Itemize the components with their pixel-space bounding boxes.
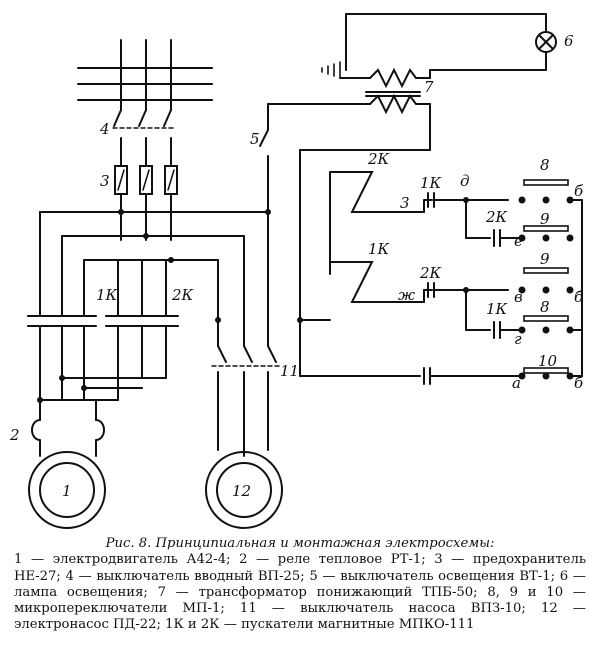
label-3-small: 3 [400, 194, 410, 212]
pump-12 [205, 451, 283, 529]
label-g: г [514, 330, 522, 348]
fuse-3 [114, 165, 178, 241]
label-2: 2 [9, 426, 20, 444]
label-6: 6 [564, 32, 574, 50]
contactor-2k-contacts [105, 259, 179, 379]
label-5: 5 [250, 130, 260, 148]
label-9-upper: 9 [540, 210, 550, 228]
label-11: 11 [280, 362, 299, 380]
label-k1-top: 1К [96, 286, 118, 304]
label-k1-contact-upper: 1К [420, 174, 442, 192]
label-d: д [460, 172, 470, 190]
microswitch-block-lower [465, 267, 583, 339]
lamp-6 [535, 13, 557, 71]
label-9-lower: 9 [540, 250, 550, 268]
pump-switch-11 [211, 345, 283, 457]
caption-body: 1 — электродвигатель А42-4; 2 — реле теп… [14, 552, 586, 633]
coil-2k [329, 171, 425, 275]
thermal-relay-2 [31, 399, 105, 457]
caption-title: Рис. 8. Принципиальная и монтажная элект… [105, 536, 495, 551]
label-k2-contact-upper: 2К [419, 264, 442, 282]
label-b-2: б [574, 288, 584, 306]
label-4: 4 [99, 120, 110, 138]
label-k2-top: 2К [171, 286, 194, 304]
label-7: 7 [424, 78, 434, 96]
label-8-lower: 8 [540, 298, 550, 316]
transformer-7 [299, 13, 547, 377]
microswitch-10 [299, 319, 583, 385]
microswitch-block-upper [465, 179, 583, 331]
label-k2-right: 2К [485, 208, 508, 226]
label-8-upper: 8 [540, 156, 550, 174]
label-10: 10 [538, 352, 558, 370]
coil-1k [329, 261, 425, 303]
contactor-1k-contacts [27, 301, 97, 401]
label-12: 12 [232, 482, 251, 500]
label-b-3: б [574, 374, 584, 392]
label-k1-right: 1К [486, 300, 508, 318]
label-1: 1 [62, 482, 72, 500]
label-a: а [512, 374, 521, 392]
label-v: в [514, 288, 523, 306]
label-3: 3 [100, 172, 110, 190]
label-k1-coil: 1К [368, 240, 390, 258]
label-b-1: б [574, 182, 584, 200]
motor-1 [28, 451, 106, 529]
figure-caption: Рис. 8. Принципиальная и монтажная элект… [14, 536, 586, 634]
input-switch-4 [112, 109, 176, 167]
electrical-schematic: 4 3 5 6 7 1К 2К 2 1 11 12 2К 1К 1К 2К 3 … [9, 13, 584, 529]
label-zh: ж [398, 286, 415, 304]
label-e: е [514, 232, 523, 250]
ground-symbol [321, 61, 341, 79]
label-k2-coil: 2К [367, 150, 390, 168]
lighting-switch-5 [259, 103, 371, 213]
